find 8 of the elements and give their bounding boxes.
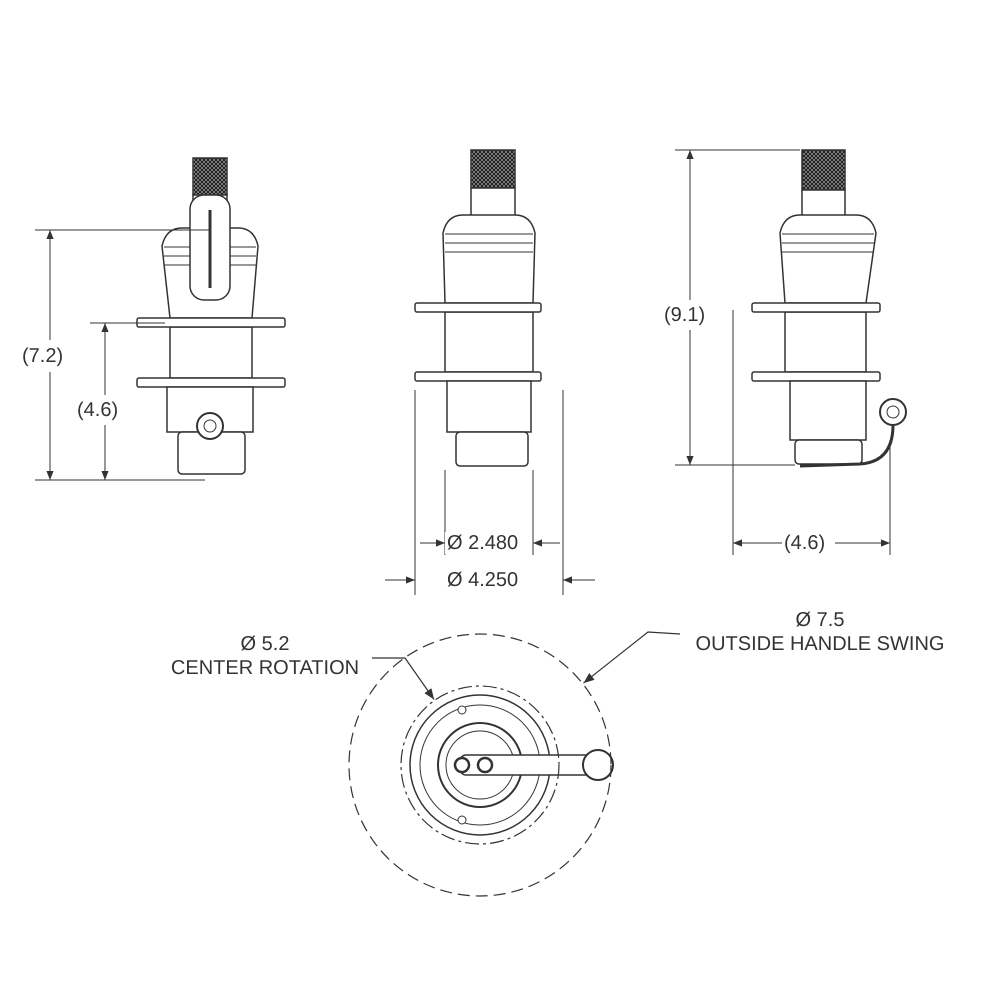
dimension-label: Ø 2.480 bbox=[445, 532, 520, 554]
callout-text-line: Ø 5.2 bbox=[240, 632, 290, 656]
callout-text-line: Ø 7.5 bbox=[794, 608, 846, 632]
center-rotation-circle bbox=[400, 685, 560, 845]
callout-text-line: OUTSIDE HANDLE SWING bbox=[694, 632, 946, 656]
callout-text-line: CENTER ROTATION bbox=[170, 656, 360, 680]
leader-line bbox=[372, 657, 435, 700]
leader-line bbox=[583, 631, 680, 684]
